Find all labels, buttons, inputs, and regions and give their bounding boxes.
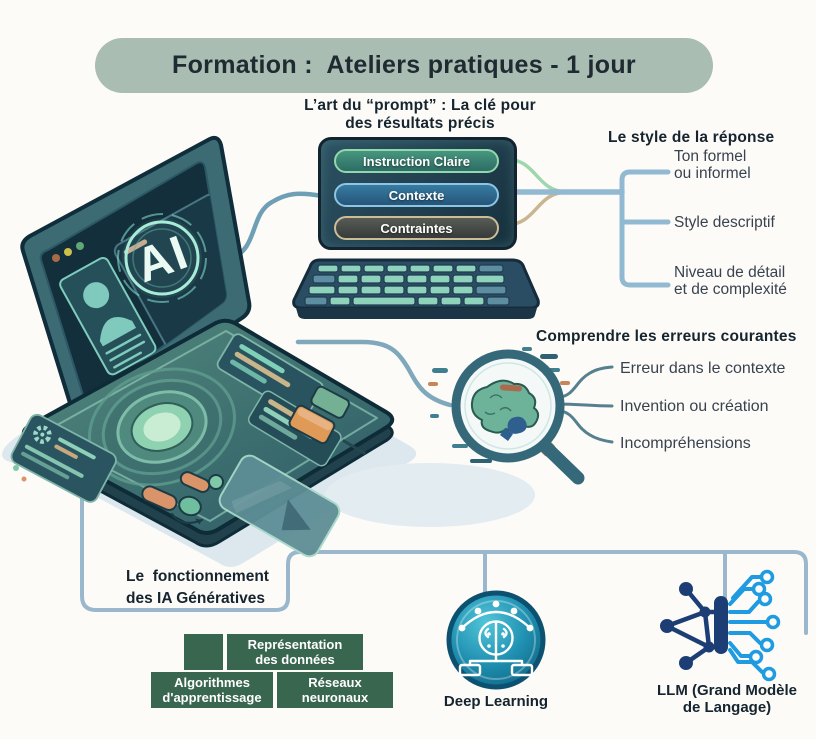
- llm-label: LLM (Grand Modèle de Langage): [657, 682, 797, 716]
- orange-button: [288, 404, 336, 445]
- error-item-2: Invention ou création: [620, 398, 769, 415]
- window-dot-red: [52, 254, 60, 262]
- key-row-4: [304, 296, 510, 306]
- profile-card: [59, 256, 157, 376]
- pill-key-1: [141, 485, 178, 511]
- style-bracket-line: [619, 169, 671, 288]
- circular-pad: [88, 367, 236, 487]
- person-icon: [83, 282, 110, 309]
- key-row-3: [308, 285, 507, 295]
- deep-learning-label: Deep Learning: [443, 693, 549, 710]
- keyboard-illustration: [292, 258, 540, 319]
- pill-label: Contexte: [388, 187, 445, 203]
- contraintes-pill: Contraintes: [334, 216, 499, 240]
- title-banner: Formation : Ateliers pratiques - 1 jour: [95, 38, 713, 93]
- green-box-algorithmes: Algorithmes d'apprentissage: [151, 672, 273, 708]
- title-text: Formation : Ateliers pratiques - 1 jour: [172, 51, 636, 79]
- green-button: [310, 385, 351, 419]
- window-dot-yellow: [64, 248, 72, 256]
- stripe-panel-1: [216, 333, 324, 419]
- brain-icon: [470, 379, 540, 441]
- connector-lines: [80, 157, 808, 635]
- magnifier-handle: [539, 440, 585, 485]
- gear-panel: [10, 413, 117, 503]
- contexte-pill: Contexte: [334, 183, 499, 207]
- pill-key-2: [179, 471, 211, 493]
- brain-network-icon: [458, 610, 534, 677]
- style-item-1: Ton formel ou informel: [674, 148, 751, 182]
- llm-bar: [714, 596, 728, 654]
- llm-icon: [660, 569, 781, 682]
- glass-panel: [218, 454, 341, 558]
- error-item-1: Erreur dans le contexte: [620, 360, 786, 377]
- ai-emblem: AI: [117, 213, 207, 303]
- green-box-representation: Représentation des données: [227, 634, 363, 670]
- laptop-illustration: AI: [10, 135, 540, 558]
- green-box-reseaux: Réseaux neuronaux: [277, 672, 393, 708]
- style-item-3: Niveau de détail et de complexité: [674, 264, 787, 298]
- prompt-heading-line2: des résultats précis: [345, 115, 495, 132]
- style-item-2: Style descriptif: [674, 214, 775, 231]
- prompt-panel: Instruction Claire Contexte Contraintes: [318, 137, 517, 250]
- pill-label: Contraintes: [380, 220, 453, 236]
- green-box-empty: [184, 634, 223, 670]
- instruction-claire-pill: Instruction Claire: [334, 149, 499, 173]
- errors-section-heading: Comprendre les erreurs courantes: [536, 328, 797, 345]
- prompt-heading-line1: L’art du “prompt” : La clé pour: [304, 97, 536, 114]
- data-dashes: [428, 347, 570, 463]
- circuit-traces-icon: [728, 575, 768, 674]
- pill-label: Instruction Claire: [363, 153, 470, 169]
- key-row-2: [312, 274, 505, 284]
- gear-icon: [33, 425, 52, 444]
- laptop-base: [10, 318, 395, 558]
- key-row-1: [317, 264, 504, 273]
- functioning-section-heading: Le fonctionnement des IA Génératives: [126, 568, 269, 607]
- deep-learning-badge: [446, 590, 546, 690]
- laptop-screen: AI: [20, 135, 252, 425]
- magnifier-brain-icon: [428, 347, 585, 485]
- window-dot-green: [76, 242, 84, 250]
- error-item-3: Incompréhensions: [620, 435, 751, 452]
- style-section-heading: Le style de la réponse: [608, 129, 775, 146]
- prompt-section-heading: L’art du “prompt” : La clé pour des résu…: [300, 97, 540, 133]
